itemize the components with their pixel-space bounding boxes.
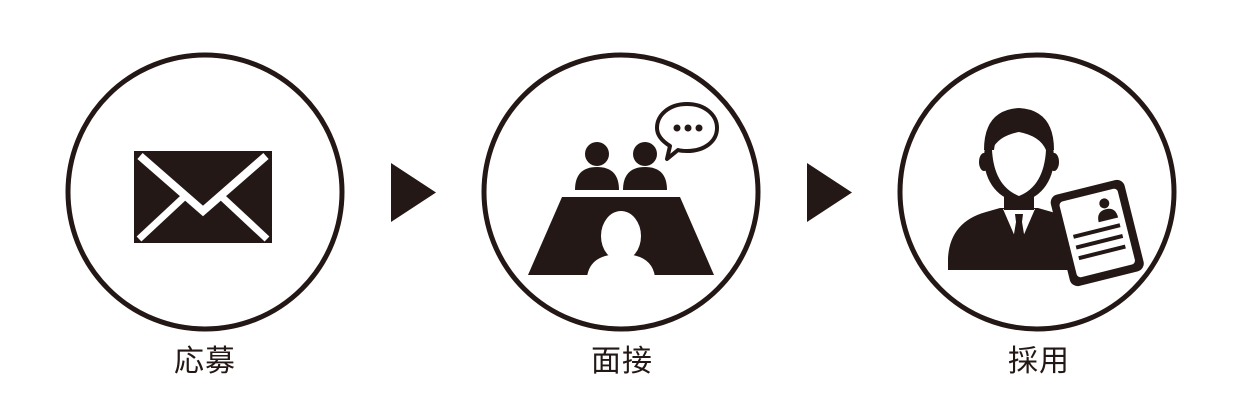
hired-employee-icon <box>948 108 1144 287</box>
arrow-right-icon <box>391 163 436 222</box>
interview-icon <box>528 102 719 277</box>
step-circle <box>65 52 345 332</box>
step-interview <box>481 52 761 332</box>
arrow-right-icon <box>807 163 852 222</box>
step-hire <box>897 52 1177 332</box>
step-apply <box>65 52 345 332</box>
speech-bubble-icon <box>655 102 719 161</box>
step-circle <box>897 52 1177 332</box>
envelope-icon <box>134 151 272 243</box>
step-label-interview: 面接 <box>591 344 653 379</box>
resume-document-icon <box>1050 179 1144 287</box>
step-circle <box>481 52 761 332</box>
step-label-hire: 採用 <box>1008 344 1070 379</box>
step-label-apply: 応募 <box>174 344 236 379</box>
